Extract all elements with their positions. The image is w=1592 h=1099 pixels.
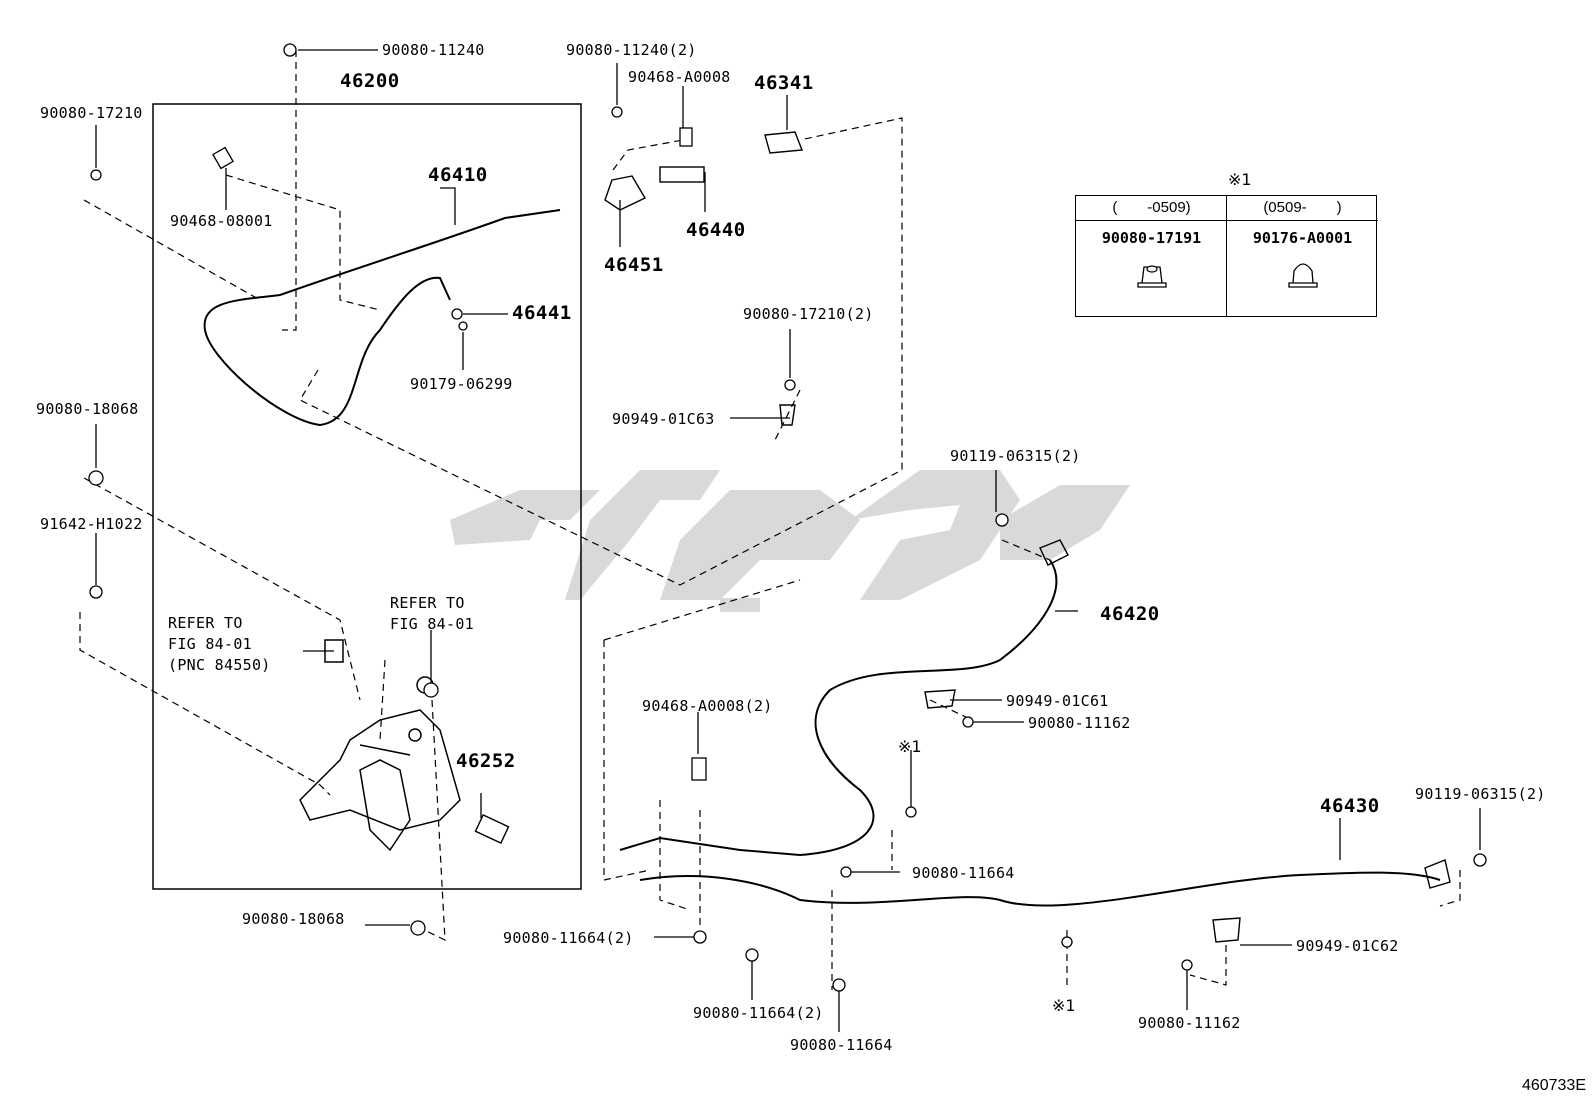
bolt-90119-06315-a <box>995 513 1009 527</box>
label-46341: 46341 <box>754 72 814 94</box>
legend-left-part: 90080-17191 <box>1101 229 1202 247</box>
bolt-90080-11162-b <box>1181 959 1193 971</box>
part-46451 <box>604 175 646 211</box>
label-90949-01C62: 90949-01C62 <box>1296 937 1399 955</box>
nut-note1-b <box>1061 936 1073 948</box>
label-90080-18068-left: 90080-18068 <box>36 400 139 418</box>
cable-46410 <box>279 209 561 296</box>
clip-90949-01C63 <box>779 404 796 426</box>
label-46451: 46451 <box>604 254 664 276</box>
bolt-90080-11162-a <box>962 716 974 728</box>
clip-90468-08001 <box>212 146 234 170</box>
label-refer-b-2: FIG 84-01 <box>390 615 474 633</box>
part-46252 <box>474 813 510 845</box>
assembly-46200-box <box>152 103 582 890</box>
nut-90080-18068-bottom <box>410 920 426 936</box>
bolt-90080-11664-2-b <box>745 948 759 962</box>
label-90949-01C63: 90949-01C63 <box>612 410 715 428</box>
label-46410: 46410 <box>428 164 488 186</box>
cable-46410-loop <box>203 276 451 427</box>
clip-90468-A0008-2 <box>691 757 707 781</box>
label-refer-b-1: REFER TO <box>390 594 465 612</box>
nut-note1-a <box>905 806 917 818</box>
bolt-90179-06299 <box>458 321 468 331</box>
bolt-90080-11240 <box>283 43 297 57</box>
clip-90949-01C62 <box>1212 917 1241 943</box>
label-refer-a-3: (PNC 84550) <box>168 656 271 674</box>
bolt-90080-17210-left <box>90 169 102 181</box>
label-91642-H1022: 91642-H1022 <box>40 515 143 533</box>
label-90080-11240: 90080-11240 <box>382 41 485 59</box>
label-90179-06299: 90179-06299 <box>410 375 513 393</box>
label-46420: 46420 <box>1100 603 1160 625</box>
note-mark-b: ※1 <box>1052 996 1076 1015</box>
bolt-in-box <box>423 682 439 698</box>
dashed-assembly-lines <box>79 50 1461 990</box>
label-46430: 46430 <box>1320 795 1380 817</box>
bolt-46441 <box>451 308 463 320</box>
bracket-46420-top <box>1039 539 1069 566</box>
bolt-90080-11664-b <box>832 978 846 992</box>
bracket-46430-end <box>1424 859 1451 889</box>
label-refer-a-1: REFER TO <box>168 614 243 632</box>
label-46440: 46440 <box>686 219 746 241</box>
legend-right-header: (0509- ) <box>1227 196 1378 221</box>
bolt-90119-06315-b <box>1473 853 1487 867</box>
cap-nut-icon <box>1287 263 1318 288</box>
label-90080-18068-bottom: 90080-18068 <box>242 910 345 928</box>
label-90468-A0008: 90468-A0008 <box>628 68 731 86</box>
legend-title: ※1 <box>1228 170 1252 189</box>
label-90080-11664-2-a: 90080-11664(2) <box>503 929 634 947</box>
label-90080-11664-2-b: 90080-11664(2) <box>693 1004 824 1022</box>
legend-left-header: ( -0509) <box>1076 196 1227 221</box>
leader-lines <box>95 49 1481 1032</box>
nut-90080-18068-left <box>88 470 104 486</box>
clip-90949-01C61 <box>924 689 956 709</box>
bolt-91642-H1022 <box>89 585 103 599</box>
label-90468-A0008-2: 90468-A0008(2) <box>642 697 773 715</box>
legend-table: ( -0509) 90080-17191 (0509- ) 90176-A000… <box>1075 195 1378 317</box>
label-90080-17210-2: 90080-17210(2) <box>743 305 874 323</box>
cable-46420 <box>619 559 1058 857</box>
bolt-90080-11664-a <box>840 866 852 878</box>
bolt-90080-17210-2 <box>784 379 796 391</box>
label-refer-a-2: FIG 84-01 <box>168 635 252 653</box>
label-46252: 46252 <box>456 750 516 772</box>
part-46440 <box>659 166 705 183</box>
label-90080-17210-left: 90080-17210 <box>40 104 143 122</box>
cable-46430 <box>639 871 1441 907</box>
label-90080-11240-2: 90080-11240(2) <box>566 41 697 59</box>
watermark-logo <box>450 470 1130 612</box>
label-90119-06315-2-a: 90119-06315(2) <box>950 447 1081 465</box>
legend-right-part: 90176-A0001 <box>1252 229 1353 247</box>
legend-col-left: ( -0509) 90080-17191 <box>1076 196 1227 316</box>
part-46341 <box>764 131 803 154</box>
label-46441: 46441 <box>512 302 572 324</box>
lever-assembly-46200 <box>299 639 461 852</box>
flange-nut-icon <box>1136 265 1167 288</box>
label-90468-08001: 90468-08001 <box>170 212 273 230</box>
clip-90468-A0008 <box>679 127 693 147</box>
bolt-90080-11664-2-a <box>693 930 707 944</box>
label-46200: 46200 <box>340 70 400 92</box>
illustration-code: 460733E <box>1521 1077 1586 1094</box>
label-90949-01C61: 90949-01C61 <box>1006 692 1109 710</box>
bolt-90080-11240-2 <box>611 106 623 118</box>
label-90080-11664-b: 90080-11664 <box>790 1036 893 1054</box>
label-90080-11162-b: 90080-11162 <box>1138 1014 1241 1032</box>
label-90080-11664-a: 90080-11664 <box>912 864 1015 882</box>
legend-col-right: (0509- ) 90176-A0001 <box>1226 196 1378 316</box>
label-90080-11162-a: 90080-11162 <box>1028 714 1131 732</box>
label-90119-06315-2-b: 90119-06315(2) <box>1415 785 1546 803</box>
note-mark-a: ※1 <box>898 737 922 756</box>
